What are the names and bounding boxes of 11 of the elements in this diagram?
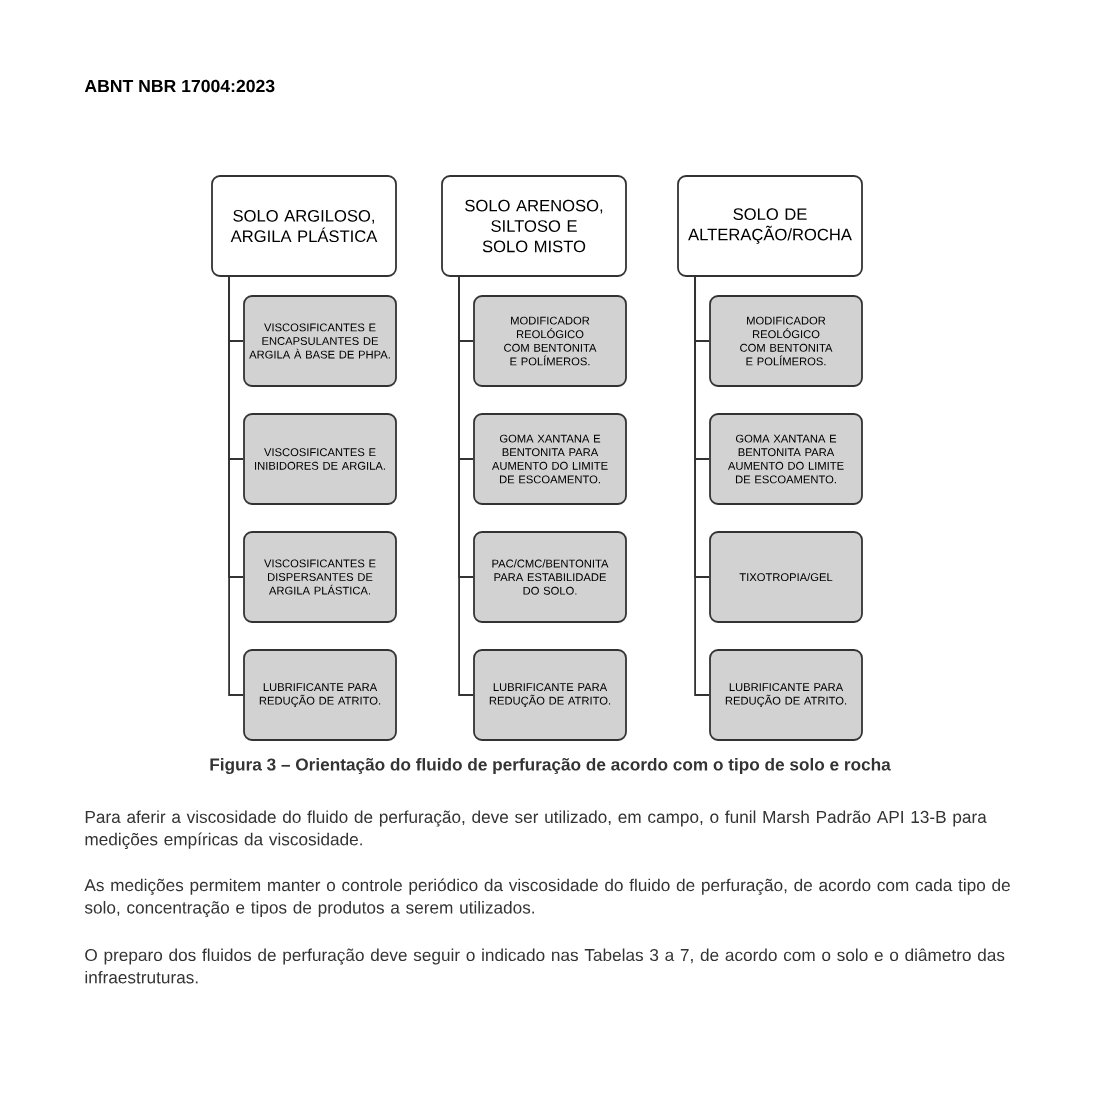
body-paragraph: O preparo dos fluidos de perfuração deve seguir o indicado nas Tabelas 3 a 7, de acordo com o solo e o diâmetro das infraestruturas.	[85, 948, 1005, 984]
category-box: SOLO ARGILOSO, ARGILA PLÁSTICA	[211, 175, 397, 277]
connector-line	[694, 276, 710, 696]
figure-caption: Figura 3 – Orientação do fluido de perfuração de acordo com o tipo de solo e rocha	[210, 757, 891, 775]
category-box: SOLO DE ALTERAÇÃO/ROCHA	[677, 175, 863, 277]
connector-line	[228, 276, 244, 696]
category-box: SOLO ARENOSO, SILTOSO E SOLO MISTO	[441, 175, 627, 277]
body-paragraph: As medições permitem manter o controle periódico da viscosidade do fluido de perfuração, de acordo com cada tipo de solo, concentração e tipos de produtos a serem utilizados.	[84, 878, 1010, 918]
document-header: ABNT NBR 17004:2023	[84, 79, 275, 93]
connector-line	[458, 276, 474, 696]
body-paragraph: Para aferir a viscosidade do fluido de perfuração, deve ser utilizado, em campo, o funil Marsh Padrão API 13-B para medições empíricas da viscosidade.	[85, 810, 987, 849]
